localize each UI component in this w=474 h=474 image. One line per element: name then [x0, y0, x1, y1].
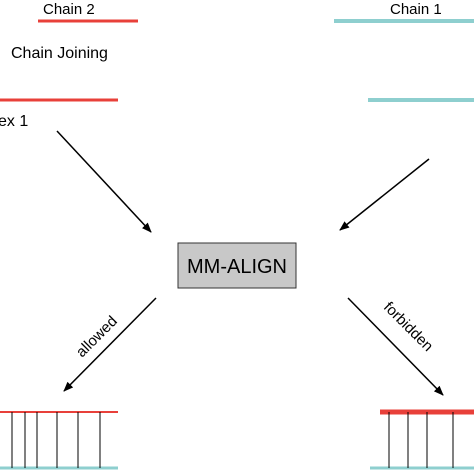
arrow-left-in — [56, 130, 152, 233]
forbidden-label: forbidden — [380, 299, 436, 355]
arrow-allowed — [63, 297, 157, 392]
mm-align-box — [177, 242, 297, 289]
arrow-forbidden — [347, 297, 444, 396]
mm-align-label: MM-ALIGN — [187, 256, 287, 278]
allowed-label: allowed — [73, 313, 121, 361]
chain2-label: Chain 2 — [43, 1, 95, 18]
chain-joining-label: Chain Joining — [11, 45, 108, 62]
forbidden-alignment — [370, 409, 474, 470]
chain1-label: Chain 1 — [390, 1, 442, 18]
complex-label: ex 1 — [0, 113, 28, 130]
arrow-right-in — [339, 158, 430, 231]
allowed-alignment — [0, 411, 118, 470]
